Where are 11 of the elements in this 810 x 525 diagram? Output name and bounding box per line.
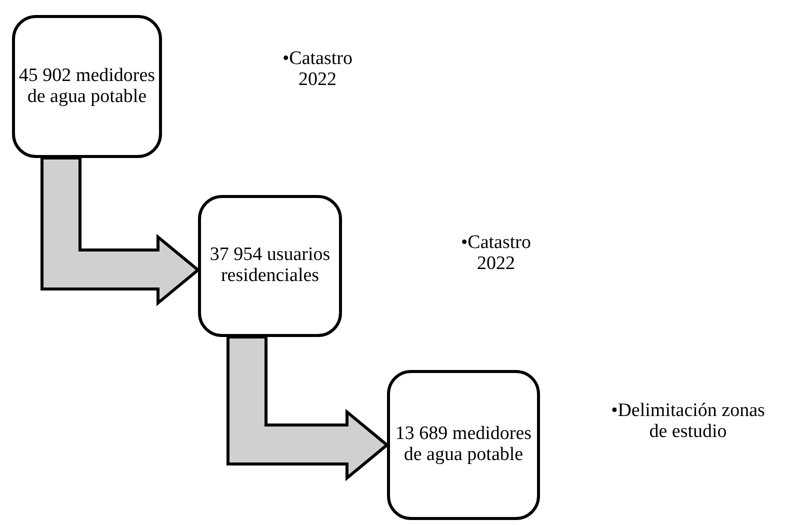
process-box [387,370,540,520]
box-text: 13 689 medidores de agua potable [394,424,533,466]
note-text: •Catastro 2022 [282,49,354,91]
block-arrow [40,156,200,306]
note-text: •Delimitación zonas de estudio [610,401,766,443]
box-text: 45 902 medidores de agua potable [18,66,156,108]
process-box [198,195,342,337]
box-text: 37 954 usuarios residenciales [208,245,332,287]
process-box [12,15,162,158]
block-arrow [226,336,390,482]
note-text: •Catastro 2022 [460,233,532,275]
